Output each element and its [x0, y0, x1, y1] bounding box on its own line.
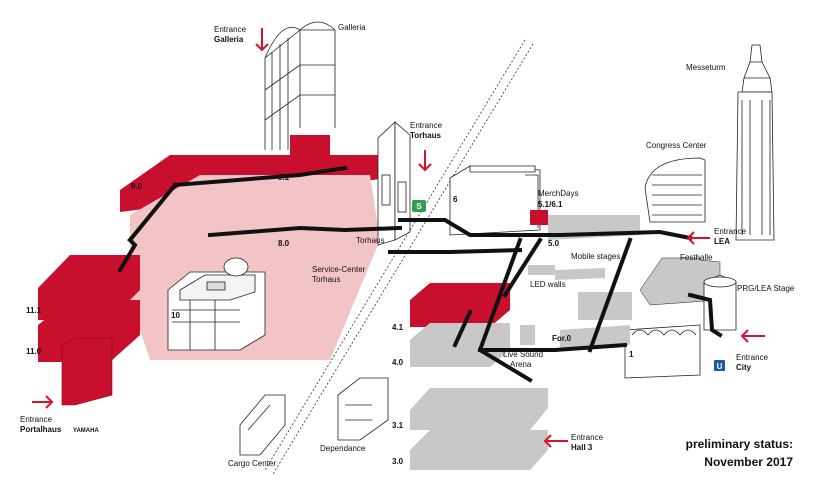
portalhaus-red[interactable] — [61, 337, 113, 406]
galleria-building — [264, 21, 336, 150]
label-torhaus-small: Torhaus — [356, 236, 384, 245]
hall-9-pink-upper — [150, 185, 360, 230]
status-line1: preliminary status: — [686, 437, 793, 451]
hall-label-9-1: 9.1 — [278, 173, 290, 182]
entrance-hall3-line1: Entrance — [571, 433, 604, 442]
entrance-arrows — [32, 28, 765, 448]
hall-3-0-area[interactable] — [410, 430, 548, 470]
hall-label-5-0: 5.0 — [548, 239, 560, 248]
entrance-galleria-line1: Entrance — [214, 25, 247, 34]
dependance-building[interactable] — [337, 377, 389, 441]
merchdays-area[interactable] — [530, 210, 548, 225]
hall-label-6: 6 — [453, 195, 458, 204]
live-sound-area[interactable] — [520, 325, 535, 345]
hall-label-for-0: For.0 — [552, 334, 572, 343]
hall-label-8-0: 8.0 — [278, 239, 290, 248]
hall-3-1-area[interactable] — [410, 388, 548, 430]
label-congress-center: Congress Center — [646, 141, 707, 150]
label-merchdays: MerchDays — [538, 189, 578, 198]
hall-label-4-1: 4.1 — [392, 323, 404, 332]
walkways — [117, 165, 723, 383]
hall-4-1-area[interactable] — [410, 283, 510, 327]
hall-label-3-0: 3.0 — [392, 457, 404, 466]
label-festhalle: Festhalle — [680, 253, 713, 262]
torhaus-building[interactable] — [377, 121, 411, 246]
label-service-center-1: Service-Center — [312, 265, 366, 274]
label-service-center-2: Torhaus — [312, 275, 340, 284]
sbahn-label: S — [416, 202, 422, 211]
entrance-torhaus-line2: Torhaus — [410, 131, 442, 140]
status-line2: November 2017 — [704, 455, 793, 469]
led-walls-area[interactable] — [528, 265, 555, 275]
hall-label-5-1-6-1: 5.1/6.1 — [538, 200, 563, 209]
label-led-walls: LED walls — [530, 280, 566, 289]
label-messeturm: Messeturm — [686, 63, 726, 72]
entrance-torhaus-line1: Entrance — [410, 121, 443, 130]
hall-1-building[interactable] — [624, 324, 701, 379]
hall-6-building[interactable] — [449, 165, 541, 236]
label-dependance: Dependance — [320, 444, 366, 453]
hall-label-10: 10 — [171, 311, 180, 320]
ubahn-label: U — [717, 362, 723, 371]
hall-10-building[interactable] — [167, 257, 266, 351]
entrance-hall3-line2: Hall 3 — [571, 443, 593, 452]
sponsor-logo: YAMAHA — [73, 428, 99, 434]
entrance-portalhaus-line1: Entrance — [20, 415, 53, 424]
entrance-city-line1: Entrance — [736, 353, 769, 362]
ubahn-icon: U — [714, 360, 725, 371]
entrance-lea-line1: Entrance — [714, 227, 747, 236]
label-mobile-stages: Mobile stages — [571, 252, 620, 261]
label-galleria: Galleria — [338, 23, 366, 32]
hall-label-9-0: 9.0 — [131, 182, 143, 191]
cargo-center-building[interactable] — [239, 394, 286, 456]
mobile-stages-area[interactable] — [555, 268, 605, 280]
entrance-galleria-line2: Galleria — [214, 35, 244, 44]
congress-center-building[interactable] — [644, 157, 706, 223]
hall-label-1: 1 — [629, 350, 634, 359]
hall-label-11-1: 11.1 — [26, 306, 42, 315]
label-prg-lea-stage: PRG/LEA Stage — [737, 284, 795, 293]
messeturm-building[interactable] — [735, 44, 775, 241]
entrance-portalhaus-line2: Portalhaus — [20, 425, 62, 434]
entrance-lea-line2: LEA — [714, 237, 730, 246]
label-cargo-center: Cargo Center — [228, 459, 276, 468]
hall-label-11-0: 11.0 — [26, 347, 42, 356]
label-live-sound-2: Arena — [510, 360, 532, 369]
sbahn-icon: S — [412, 200, 426, 212]
hall-label-3-1: 3.1 — [392, 421, 404, 430]
hall-label-4-0: 4.0 — [392, 358, 404, 367]
label-live-sound-1: Live Sound — [503, 350, 543, 359]
entrance-city-line2: City — [736, 363, 752, 372]
